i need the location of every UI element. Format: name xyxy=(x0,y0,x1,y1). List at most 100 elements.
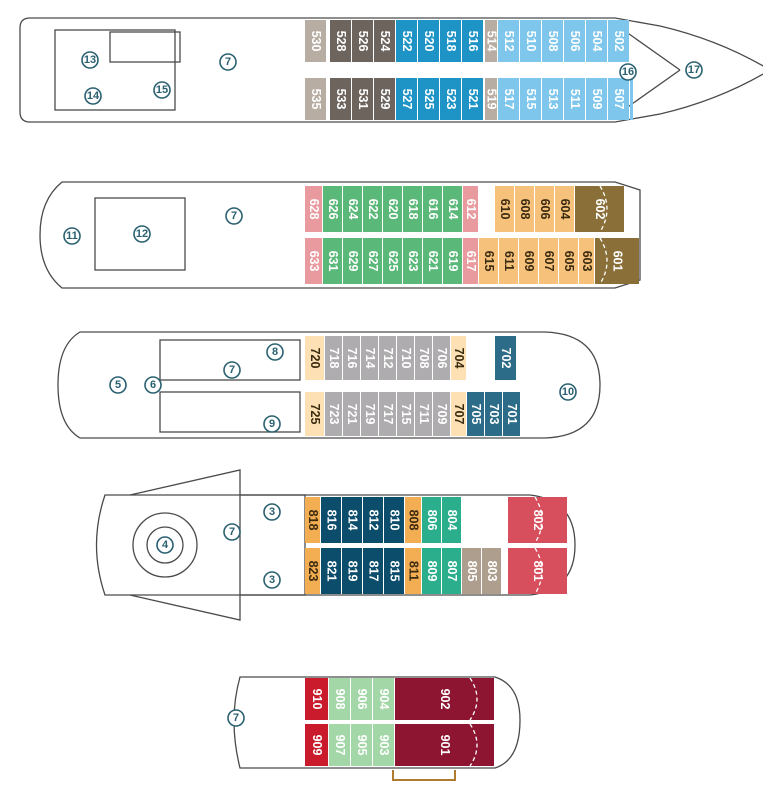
cabin-516[interactable]: 516 xyxy=(462,20,483,62)
cabin-605[interactable]: 605 xyxy=(559,238,578,284)
cabin-706[interactable]: 706 xyxy=(433,336,450,380)
cabin-819[interactable]: 819 xyxy=(342,548,362,594)
cabin-519[interactable]: 519 xyxy=(485,78,499,120)
cabin-823[interactable]: 823 xyxy=(305,548,320,594)
location-marker-14[interactable]: 14 xyxy=(84,87,102,105)
cabin-904[interactable]: 904 xyxy=(373,678,394,720)
cabin-808[interactable]: 808 xyxy=(405,497,421,543)
cabin-617[interactable]: 617 xyxy=(463,238,478,284)
location-marker-10[interactable]: 10 xyxy=(559,383,577,401)
location-marker-7[interactable]: 7 xyxy=(227,709,245,727)
cabin-717[interactable]: 717 xyxy=(379,392,396,436)
cabin-816[interactable]: 816 xyxy=(321,497,341,543)
cabin-629[interactable]: 629 xyxy=(343,238,362,284)
cabin-518[interactable]: 518 xyxy=(440,20,461,62)
cabin-509[interactable]: 509 xyxy=(586,78,607,120)
cabin-902[interactable]: 902 xyxy=(395,678,494,720)
location-marker-11[interactable]: 11 xyxy=(63,227,81,245)
cabin-905[interactable]: 905 xyxy=(351,724,372,766)
cabin-601[interactable]: 601 xyxy=(595,238,639,284)
cabin-603[interactable]: 603 xyxy=(579,238,594,284)
cabin-612[interactable]: 612 xyxy=(463,186,478,232)
location-marker-17[interactable]: 17 xyxy=(685,61,703,79)
location-marker-9[interactable]: 9 xyxy=(263,415,281,433)
cabin-804[interactable]: 804 xyxy=(442,497,461,543)
cabin-507[interactable]: 507 xyxy=(608,78,629,120)
cabin-520[interactable]: 520 xyxy=(418,20,439,62)
cabin-608[interactable]: 608 xyxy=(515,186,534,232)
cabin-809[interactable]: 809 xyxy=(422,548,441,594)
location-marker-16[interactable]: 16 xyxy=(619,63,637,81)
cabin-719[interactable]: 719 xyxy=(361,392,378,436)
cabin-508[interactable]: 508 xyxy=(542,20,563,62)
cabin-709[interactable]: 709 xyxy=(433,392,450,436)
cabin-525[interactable]: 525 xyxy=(418,78,439,120)
cabin-624[interactable]: 624 xyxy=(343,186,362,232)
cabin-701[interactable]: 701 xyxy=(503,392,520,436)
cabin-610[interactable]: 610 xyxy=(495,186,514,232)
location-marker-15[interactable]: 15 xyxy=(153,81,171,99)
cabin-907[interactable]: 907 xyxy=(329,724,350,766)
cabin-633[interactable]: 633 xyxy=(305,238,322,284)
cabin-821[interactable]: 821 xyxy=(321,548,341,594)
cabin-526[interactable]: 526 xyxy=(352,20,373,62)
cabin-723[interactable]: 723 xyxy=(325,392,342,436)
cabin-803[interactable]: 803 xyxy=(482,548,501,594)
cabin-609[interactable]: 609 xyxy=(519,238,538,284)
cabin-903[interactable]: 903 xyxy=(373,724,394,766)
cabin-602[interactable]: 602 xyxy=(575,186,624,232)
cabin-703[interactable]: 703 xyxy=(485,392,502,436)
cabin-811[interactable]: 811 xyxy=(405,548,421,594)
cabin-618[interactable]: 618 xyxy=(403,186,422,232)
location-marker-7[interactable]: 7 xyxy=(223,523,241,541)
cabin-901[interactable]: 901 xyxy=(395,724,494,766)
location-marker-3[interactable]: 3 xyxy=(263,503,281,521)
cabin-712[interactable]: 712 xyxy=(379,336,396,380)
cabin-711[interactable]: 711 xyxy=(415,392,432,436)
cabin-806[interactable]: 806 xyxy=(422,497,441,543)
cabin-631[interactable]: 631 xyxy=(323,238,342,284)
cabin-817[interactable]: 817 xyxy=(363,548,383,594)
cabin-715[interactable]: 715 xyxy=(397,392,414,436)
cabin-529[interactable]: 529 xyxy=(374,78,395,120)
cabin-615[interactable]: 615 xyxy=(479,238,498,284)
cabin-801[interactable]: 801 xyxy=(508,548,567,594)
cabin-718[interactable]: 718 xyxy=(325,336,342,380)
cabin-906[interactable]: 906 xyxy=(351,678,372,720)
cabin-616[interactable]: 616 xyxy=(423,186,442,232)
location-marker-7[interactable]: 7 xyxy=(225,207,243,225)
cabin-814[interactable]: 814 xyxy=(342,497,362,543)
cabin-625[interactable]: 625 xyxy=(383,238,402,284)
cabin-721[interactable]: 721 xyxy=(343,392,360,436)
cabin-503[interactable] xyxy=(631,78,632,120)
cabin-720[interactable]: 720 xyxy=(305,336,324,380)
cabin-511[interactable]: 511 xyxy=(564,78,585,120)
cabin-614[interactable]: 614 xyxy=(443,186,462,232)
cabin-621[interactable]: 621 xyxy=(423,238,442,284)
cabin-504[interactable]: 504 xyxy=(586,20,607,62)
cabin-607[interactable]: 607 xyxy=(539,238,558,284)
cabin-533[interactable]: 533 xyxy=(330,78,351,120)
cabin-710[interactable]: 710 xyxy=(397,336,414,380)
cabin-705[interactable]: 705 xyxy=(467,392,484,436)
location-marker-4[interactable]: 4 xyxy=(156,536,174,554)
cabin-606[interactable]: 606 xyxy=(535,186,554,232)
cabin-626[interactable]: 626 xyxy=(323,186,342,232)
cabin-515[interactable]: 515 xyxy=(520,78,541,120)
cabin-908[interactable]: 908 xyxy=(329,678,350,720)
cabin-506[interactable]: 506 xyxy=(564,20,585,62)
location-marker-8[interactable]: 8 xyxy=(266,343,284,361)
cabin-517[interactable]: 517 xyxy=(498,78,519,120)
cabin-704[interactable]: 704 xyxy=(451,336,466,380)
cabin-707[interactable]: 707 xyxy=(451,392,466,436)
cabin-909[interactable]: 909 xyxy=(305,724,328,766)
cabin-716[interactable]: 716 xyxy=(343,336,360,380)
cabin-512[interactable]: 512 xyxy=(498,20,519,62)
cabin-523[interactable]: 523 xyxy=(440,78,461,120)
cabin-531[interactable]: 531 xyxy=(352,78,373,120)
cabin-502[interactable]: 502 xyxy=(608,20,629,62)
cabin-611[interactable]: 611 xyxy=(499,238,518,284)
cabin-708[interactable]: 708 xyxy=(415,336,432,380)
cabin-527[interactable]: 527 xyxy=(396,78,417,120)
cabin-805[interactable]: 805 xyxy=(462,548,481,594)
